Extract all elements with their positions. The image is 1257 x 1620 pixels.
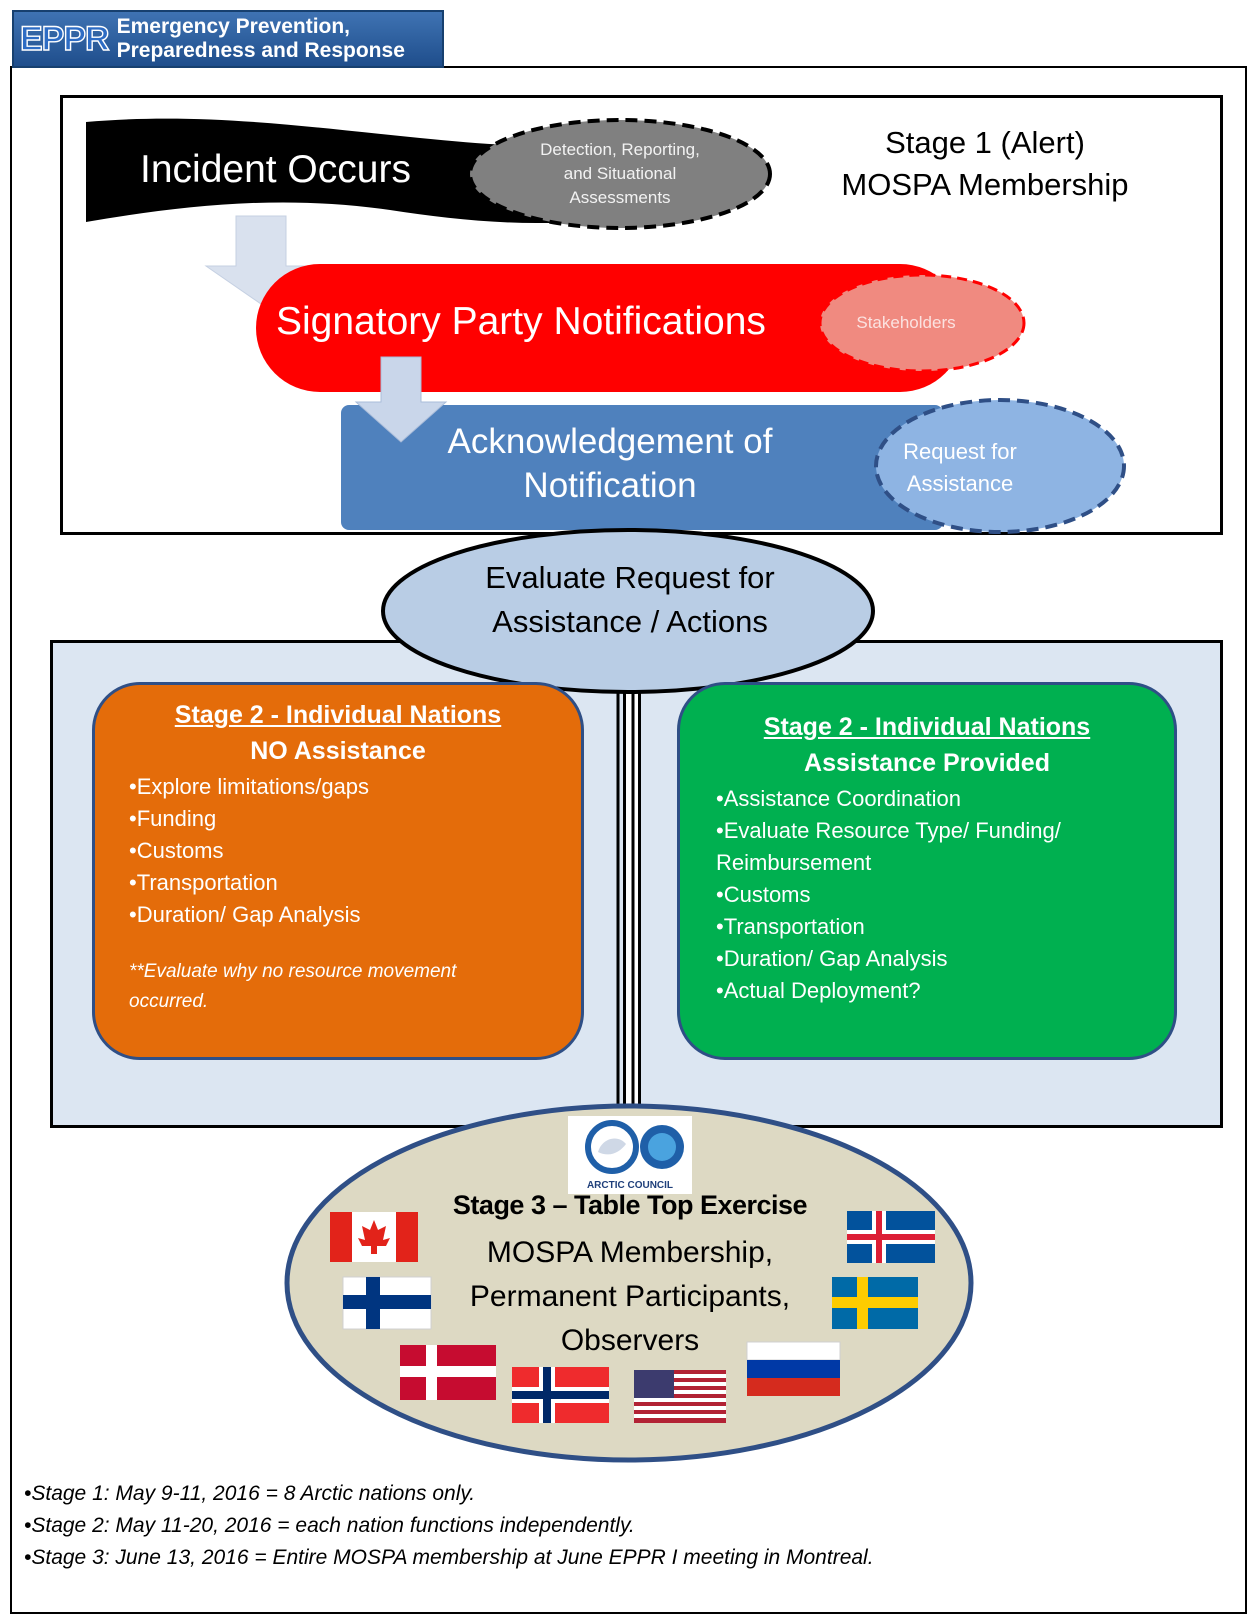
logo-line-1: Emergency Prevention, [116, 15, 351, 38]
stakeholders-label: Stakeholders [856, 313, 956, 332]
list-item: •Customs [129, 838, 224, 863]
eppr-logo-text: Emergency Prevention, Preparedness and R… [117, 15, 405, 63]
eppr-logo-mark: EPPR [19, 19, 110, 58]
ack-line-1: Acknowledgement of [447, 422, 773, 461]
denmark-flag [400, 1345, 496, 1400]
stage2-no-list: •Explore limitations/gaps •Funding •Cust… [129, 771, 581, 931]
down-arrow-2 [354, 356, 448, 443]
arctic-council-logo [568, 1116, 692, 1194]
stage1-title-line-2: MOSPA Membership [841, 167, 1129, 202]
stage2-yes-subtitle: Assistance Provided [804, 749, 1050, 777]
stage3-title: Stage 3 – Table Top Exercise [452, 1190, 808, 1220]
iceland-flag [847, 1211, 935, 1263]
signatory-pill [256, 264, 964, 392]
acknowledgement-label: Acknowledgement of Notification [420, 420, 800, 508]
stage2-no-subtitle: NO Assistance [250, 737, 426, 765]
stage2-no-title: Stage 2 - Individual Nations [174, 701, 502, 729]
stage2-assistance-card: Stage 2 - Individual Nations Assistance … [677, 682, 1177, 1060]
detection-label: Detection, Reporting, and Situational As… [520, 138, 720, 210]
stage1-title: Stage 1 (Alert) MOSPA Membership [820, 122, 1150, 206]
stakeholders-ellipse [818, 273, 1026, 373]
sweden-flag [832, 1277, 918, 1329]
ack-line-2: Notification [523, 466, 697, 505]
finland-flag [342, 1276, 432, 1330]
canada-flag [330, 1212, 418, 1262]
list-item: •Customs [716, 882, 811, 907]
stage1-title-line-1: Stage 1 (Alert) [885, 125, 1085, 160]
eppr-logo: EPPR Emergency Prevention, Preparedness … [12, 10, 444, 68]
note-line-2: occurred. [129, 991, 209, 1012]
rfa-line-2: Assistance [906, 471, 1014, 496]
page-frame [10, 66, 1247, 1614]
stage2-yes-list: •Assistance Coordination •Evaluate Resou… [716, 783, 1174, 1007]
stage3-line-2: Permanent Participants, [469, 1280, 791, 1313]
note-stage-3: •Stage 3: June 13, 2016 = Entire MOSPA m… [24, 1546, 874, 1569]
request-assistance-label: Request for Assistance [885, 436, 1035, 500]
stage3-line-3: Observers [560, 1324, 700, 1357]
logo-line-2: Preparedness and Response [116, 39, 405, 62]
stage2-no-assistance-card: Stage 2 - Individual Nations NO Assistan… [92, 682, 584, 1060]
evaluate-ellipse [381, 528, 875, 694]
list-item: •Transportation [129, 870, 278, 895]
list-item: •Funding [129, 806, 217, 831]
stage3-line-1: MOSPA Membership, [486, 1236, 774, 1269]
list-item: Reimbursement [716, 850, 872, 875]
schedule-notes: •Stage 1: May 9-11, 2016 = 8 Arctic nati… [24, 1478, 874, 1574]
evaluate-label: Evaluate Request for Assistance / Action… [440, 556, 820, 644]
usa-flag [634, 1370, 726, 1423]
stage2-yes-title: Stage 2 - Individual Nations [763, 713, 1091, 741]
incident-occurs-label: Incident Occurs [140, 148, 411, 191]
list-item: •Explore limitations/gaps [129, 774, 370, 799]
list-item: •Assistance Coordination [716, 786, 961, 811]
evaluate-line-2: Assistance / Actions [492, 604, 768, 639]
list-item: •Duration/ Gap Analysis [129, 902, 361, 927]
note-line-1: **Evaluate why no resource movement [129, 961, 457, 982]
ack-rect [341, 405, 943, 530]
russia-flag [746, 1341, 841, 1396]
arctic-council-caption: ARCTIC COUNCIL [586, 1180, 674, 1191]
detection-line-2: and Situational [563, 164, 677, 183]
detection-ellipse [468, 118, 772, 230]
note-stage-1: •Stage 1: May 9-11, 2016 = 8 Arctic nati… [24, 1482, 476, 1505]
list-item: •Transportation [716, 914, 865, 939]
list-item: •Duration/ Gap Analysis [716, 946, 948, 971]
evaluate-line-1: Evaluate Request for [485, 560, 775, 595]
rfa-line-1: Request for [903, 439, 1017, 464]
note-stage-2: •Stage 2: May 11-20, 2016 = each nation … [24, 1514, 635, 1537]
norway-flag [512, 1367, 609, 1423]
list-item: •Actual Deployment? [716, 978, 921, 1003]
detection-line-3: Assessments [569, 188, 671, 207]
page-frame-top [432, 66, 1247, 68]
rfa-ellipse [874, 398, 1126, 534]
list-item: •Evaluate Resource Type/ Funding/ [716, 818, 1061, 843]
stage2-no-note: **Evaluate why no resource movement occu… [129, 957, 551, 1017]
detection-line-1: Detection, Reporting, [540, 140, 700, 159]
signatory-label: Signatory Party Notifications [276, 300, 766, 343]
